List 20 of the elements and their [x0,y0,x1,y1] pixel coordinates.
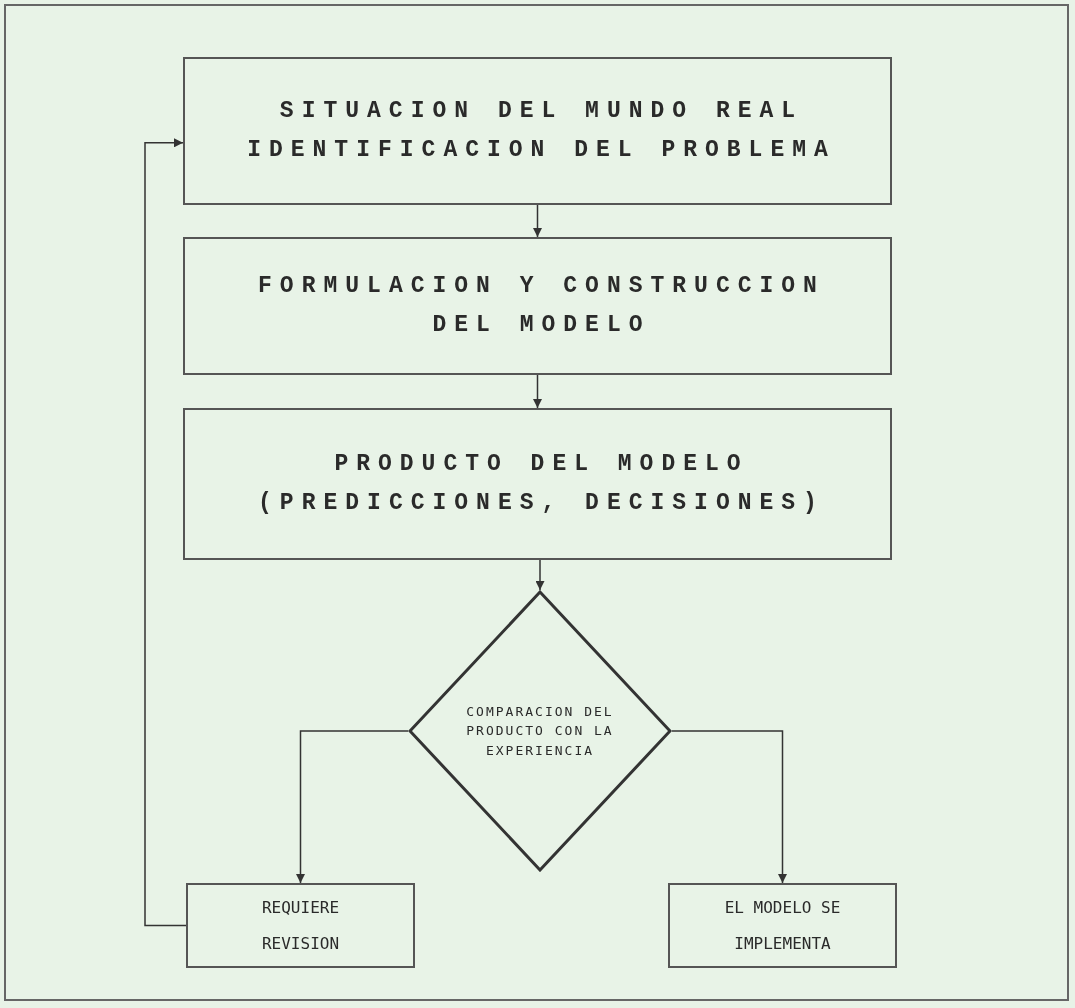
node-text: EL MODELO SE IMPLEMENTA [723,897,842,955]
arrow [533,204,542,238]
node-text: SITUACION DEL MUNDO REAL [278,96,804,126]
process-box [668,883,897,968]
process-box [183,57,892,205]
process-box [183,237,892,375]
node-text: REQUIERE REVISION [260,897,341,955]
node-text: IDENTIFICACION DEL PROBLEMA [246,136,836,165]
arrow [144,138,187,927]
arrow [671,730,787,884]
process-box [183,408,892,560]
arrow [533,374,542,409]
arrow [535,559,545,591]
node-text: (PREDICCIONES, DECISIONES) [257,489,825,518]
node-text: PRODUCTO DEL MODELO [333,449,749,479]
decision-diamond [408,590,672,872]
node-text: COMPARACION DEL PRODUCTO CON LA EXPERIENCIA [465,702,615,760]
node-text: FORMULACION Y CONSTRUCCION DEL MODELO [257,271,826,340]
process-box [186,883,415,968]
arrow [296,730,409,884]
